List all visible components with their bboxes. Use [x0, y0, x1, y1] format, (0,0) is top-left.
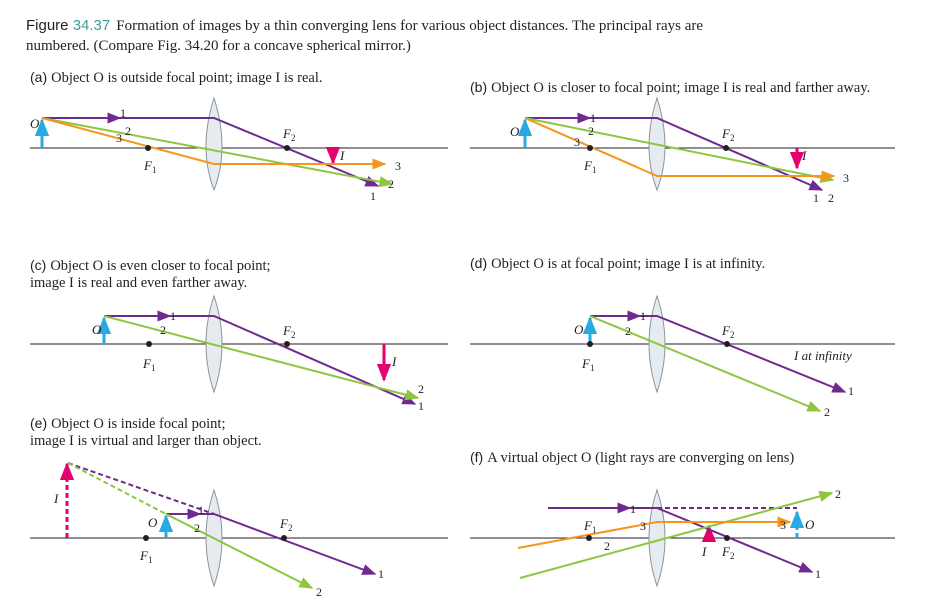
f2-label: F2	[721, 544, 734, 561]
focal-point-f1	[587, 145, 593, 151]
ray-2	[103, 315, 420, 401]
panel-f-caption: (f)A virtual object O (light rays are co…	[470, 449, 794, 466]
ray-1-label: 1	[198, 503, 204, 517]
image-label: I	[701, 544, 707, 559]
panel-f: (f)A virtual object O (light rays are co…	[470, 449, 895, 588]
ray-2-label: 2	[160, 323, 166, 337]
f2-label: F2	[721, 126, 734, 143]
panel-b-caption: (b)Object O is closer to focal point; im…	[470, 79, 870, 96]
ray-3-label: 3	[574, 135, 580, 149]
ray-2	[589, 315, 822, 412]
ray-1-label: 1	[590, 111, 596, 125]
panel-c-caption-line1: (c)Object O is even closer to focal poin…	[30, 257, 271, 274]
ray-2-end-label: 2	[824, 405, 830, 419]
panel-e-caption-line1: (e)Object O is inside focal point;	[30, 415, 226, 432]
ray-2-label: 2	[125, 124, 131, 138]
ray-3	[524, 117, 836, 182]
ray-2-label: 2	[625, 324, 631, 338]
panel-b: (b)Object O is closer to focal point; im…	[470, 79, 895, 205]
ray-1	[525, 117, 824, 191]
panel-c-caption-line2: image I is real and even farther away.	[30, 275, 247, 291]
panel-a: (a)Object O is outside focal point; imag…	[30, 69, 448, 203]
panel-e-caption-line2: image I is virtual and larger than objec…	[30, 433, 262, 449]
ray-1-end-label: 1	[813, 191, 819, 205]
ray-2-backtrace	[67, 462, 167, 515]
focal-point-f1	[146, 341, 152, 347]
ray-3-label: 3	[116, 131, 122, 145]
ray-1-label: 1	[630, 502, 636, 516]
ray-2-end-label: 2	[835, 487, 841, 501]
figure-caption-line2: numbered. (Compare Fig. 34.20 for a conc…	[26, 38, 411, 54]
f2-label: F2	[721, 323, 734, 340]
ray-1-end-label: 1	[370, 189, 376, 203]
panel-a-caption: (a)Object O is outside focal point; imag…	[30, 69, 323, 86]
ray-1-end-label: 1	[418, 399, 424, 413]
ray-1-end-label: 1	[378, 567, 384, 581]
ray-1-label: 1	[120, 106, 126, 120]
object-label: O	[510, 124, 520, 139]
ray-1-end-label: 1	[848, 384, 854, 398]
focal-point-f1	[586, 535, 592, 541]
image-label: I	[801, 148, 807, 163]
object-label: O	[805, 517, 815, 532]
f2-label: F2	[279, 516, 292, 533]
object-label: O	[92, 322, 102, 337]
f1-label: F1	[143, 158, 156, 175]
image-label: I	[391, 354, 397, 369]
panel-d-caption: (d)Object O is at focal point; image I i…	[470, 255, 765, 272]
ray-2	[41, 117, 394, 188]
ray-2-end-label: 2	[418, 382, 424, 396]
focal-point-f1	[143, 535, 149, 541]
focal-point-f2	[281, 535, 287, 541]
object-label: O	[30, 116, 40, 131]
focal-point-f1	[145, 145, 151, 151]
ray-2-label: 2	[604, 539, 610, 553]
ray-1-label: 1	[170, 309, 176, 323]
ray-3-label: 3	[640, 519, 646, 533]
ray-2-label: 2	[588, 124, 594, 138]
image-label: I	[53, 491, 59, 506]
image-at-infinity-label: I at infinity	[793, 348, 852, 363]
focal-point-f2	[723, 145, 729, 151]
ray-2	[165, 513, 314, 589]
f1-label: F1	[583, 518, 596, 535]
f1-label: F1	[581, 356, 594, 373]
ray-2	[519, 490, 834, 579]
panel-c: (c)Object O is even closer to focal poin…	[30, 257, 448, 413]
focal-point-f2	[724, 535, 730, 541]
focal-point-f2	[724, 341, 730, 347]
object-label: O	[148, 515, 158, 530]
f1-label: F1	[142, 356, 155, 373]
ray-3	[41, 117, 387, 170]
ray-1	[590, 315, 847, 393]
ray-3-end-label: 3	[395, 159, 401, 173]
panel-d: (d)Object O is at focal point; image I i…	[470, 255, 895, 419]
ray-2-end-label: 2	[828, 191, 834, 205]
ray-3-end-label: 3	[780, 518, 786, 532]
f2-label: F2	[282, 126, 295, 143]
converging-lens	[648, 488, 666, 588]
ray-2	[524, 117, 835, 184]
focal-point-f1	[587, 341, 593, 347]
converging-lens	[205, 96, 223, 192]
image-label: I	[339, 148, 345, 163]
panel-e: (e)Object O is inside focal point; image…	[30, 415, 448, 599]
ray-2-end-label: 2	[316, 585, 322, 599]
f1-label: F1	[139, 548, 152, 565]
ray-2-end-label: 2	[388, 177, 394, 191]
focal-point-f2	[284, 341, 290, 347]
ray-2-label: 2	[194, 521, 200, 535]
focal-point-f2	[284, 145, 290, 151]
ray-3-end-label: 3	[843, 171, 849, 185]
object-label: O	[574, 322, 584, 337]
ray-1-backtrace	[67, 462, 215, 515]
ray-1-label: 1	[640, 309, 646, 323]
f1-label: F1	[583, 158, 596, 175]
f2-label: F2	[282, 323, 295, 340]
ray-1-end-label: 1	[815, 567, 821, 581]
